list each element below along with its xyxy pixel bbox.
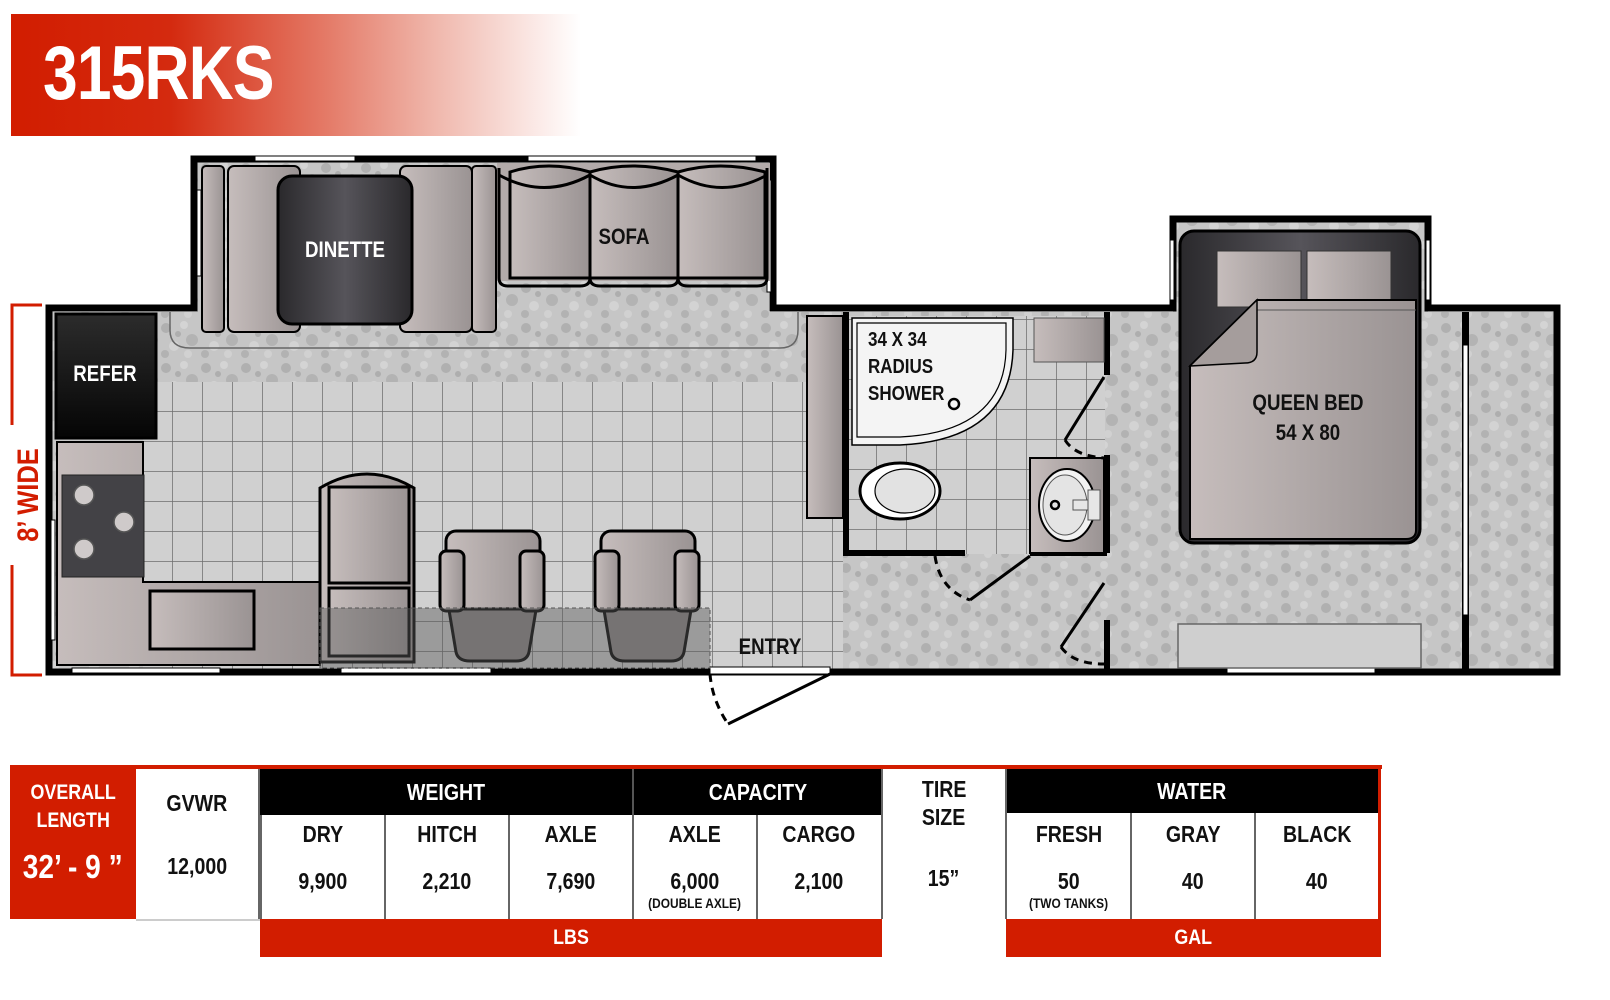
capacity-header-label: CAPACITY <box>708 778 808 805</box>
capacity-axle-cell: AXLE 6,000 (DOUBLE AXLE) <box>634 815 756 919</box>
water-header: WATER <box>1006 769 1378 813</box>
capacity-axle-value: 6,000 <box>670 868 720 894</box>
entry-door-swing-icon <box>708 673 730 725</box>
bed-size-label: 54 X 80 <box>1276 422 1340 446</box>
armchair-icon <box>438 529 546 663</box>
overall-length-label-1: OVERALL <box>30 781 116 804</box>
bathroom-door-swing-icon <box>933 376 1106 666</box>
sofa-label: SOFA <box>599 226 650 250</box>
tire-label-1: TIRE <box>921 776 967 802</box>
refrigerator: REFER <box>54 312 158 440</box>
weight-hitch-cell: HITCH 2,210 <box>386 815 508 919</box>
water-units-label: GAL <box>1174 926 1213 949</box>
weight-axle-label: AXLE <box>544 821 598 847</box>
pantry-cabinet <box>318 472 416 664</box>
width-dimension: 8’ WIDE <box>4 303 44 677</box>
weight-dry-value: 9,900 <box>298 868 348 894</box>
weight-dry-cell: DRY 9,900 <box>262 815 384 919</box>
entry-door-opening[interactable] <box>709 666 831 675</box>
weight-units-bar: LBS <box>260 919 882 957</box>
water-gray-cell: GRAY 40 <box>1132 813 1254 919</box>
width-label: 8’ WIDE <box>11 448 44 541</box>
gvwr-label: GVWR <box>166 790 228 816</box>
water-fresh-cell: FRESH 50 (TWO TANKS) <box>1007 813 1130 919</box>
kitchen-sink-icon <box>148 589 256 651</box>
water-units-bar: GAL <box>1006 919 1381 957</box>
toilet-icon <box>858 461 942 521</box>
overall-length-cell: OVERALL LENGTH 32’ - 9 ” <box>10 769 136 919</box>
shower: 34 X 34 RADIUS SHOWER <box>851 317 1014 446</box>
slideout-overlay <box>319 607 711 669</box>
shower-type-label: RADIUS <box>868 355 933 378</box>
capacity-cargo-label: CARGO <box>782 821 856 847</box>
weight-axle-value: 7,690 <box>546 868 596 894</box>
tire-size-cell: TIRE SIZE 15” <box>882 769 1006 919</box>
water-fresh-label: FRESH <box>1035 821 1102 847</box>
entry-label: ENTRY <box>739 636 802 660</box>
overall-length-value: 32’ - 9 ” <box>23 848 123 885</box>
water-gray-value: 40 <box>1182 868 1204 894</box>
water-gray-label: GRAY <box>1165 821 1221 847</box>
weight-axle-cell: AXLE 7,690 <box>510 815 632 919</box>
closet-door[interactable] <box>1462 344 1469 616</box>
dinette-label: DINETTE <box>305 239 385 263</box>
model-name: 315RKS <box>43 31 274 116</box>
spec-table: OVERALL LENGTH 32’ - 9 ” GVWR 12,000 WEI… <box>10 765 1382 960</box>
shower-name-label: SHOWER <box>868 382 945 405</box>
water-black-label: BLACK <box>1282 821 1352 847</box>
capacity-axle-label: AXLE <box>668 821 722 847</box>
water-header-label: WATER <box>1157 777 1227 804</box>
water-black-value: 40 <box>1306 868 1328 894</box>
weight-hitch-label: HITCH <box>417 821 477 847</box>
shower-drain-icon <box>947 397 961 411</box>
capacity-cargo-value: 2,100 <box>794 868 844 894</box>
floorplan-diagram: 8’ WIDE REFER <box>4 155 1561 726</box>
dresser <box>1177 623 1422 669</box>
gvwr-value: 12,000 <box>167 853 227 879</box>
model-title-banner: 315RKS <box>11 14 581 136</box>
capacity-axle-note: (DOUBLE AXLE) <box>648 895 742 911</box>
water-black-cell: BLACK 40 <box>1256 813 1378 919</box>
gvwr-cell: GVWR 12,000 <box>136 769 260 919</box>
sink-icon <box>1029 457 1105 554</box>
weight-header: WEIGHT <box>260 769 632 815</box>
weight-units-label: LBS <box>553 926 589 949</box>
weight-header-label: WEIGHT <box>406 778 486 805</box>
weight-dry-label: DRY <box>302 821 344 847</box>
overall-length-label-2: LENGTH <box>36 809 110 832</box>
capacity-header: CAPACITY <box>634 769 882 815</box>
capacity-cargo-cell: CARGO 2,100 <box>758 815 880 919</box>
sofa: SOFA <box>497 163 770 288</box>
exterior-walls <box>45 155 1561 676</box>
dinette: DINETTE <box>201 165 497 333</box>
tire-label-2: SIZE <box>922 804 966 830</box>
bed-label: QUEEN BED <box>1252 392 1363 416</box>
weight-hitch-value: 2,210 <box>422 868 472 894</box>
wardrobe <box>806 315 844 519</box>
stove-burner-icon <box>73 484 135 560</box>
water-fresh-value: 50 <box>1057 868 1080 894</box>
water-fresh-note: (TWO TANKS) <box>1028 895 1109 911</box>
bathroom-cabinet <box>1033 317 1105 363</box>
refer-label: REFER <box>73 363 137 387</box>
kitchen-counter <box>56 441 321 666</box>
tire-value: 15” <box>928 865 960 891</box>
queen-bed: QUEEN BED 54 X 80 <box>1178 229 1422 545</box>
shower-size-label: 34 X 34 <box>868 328 927 351</box>
armchair-icon <box>593 529 701 663</box>
